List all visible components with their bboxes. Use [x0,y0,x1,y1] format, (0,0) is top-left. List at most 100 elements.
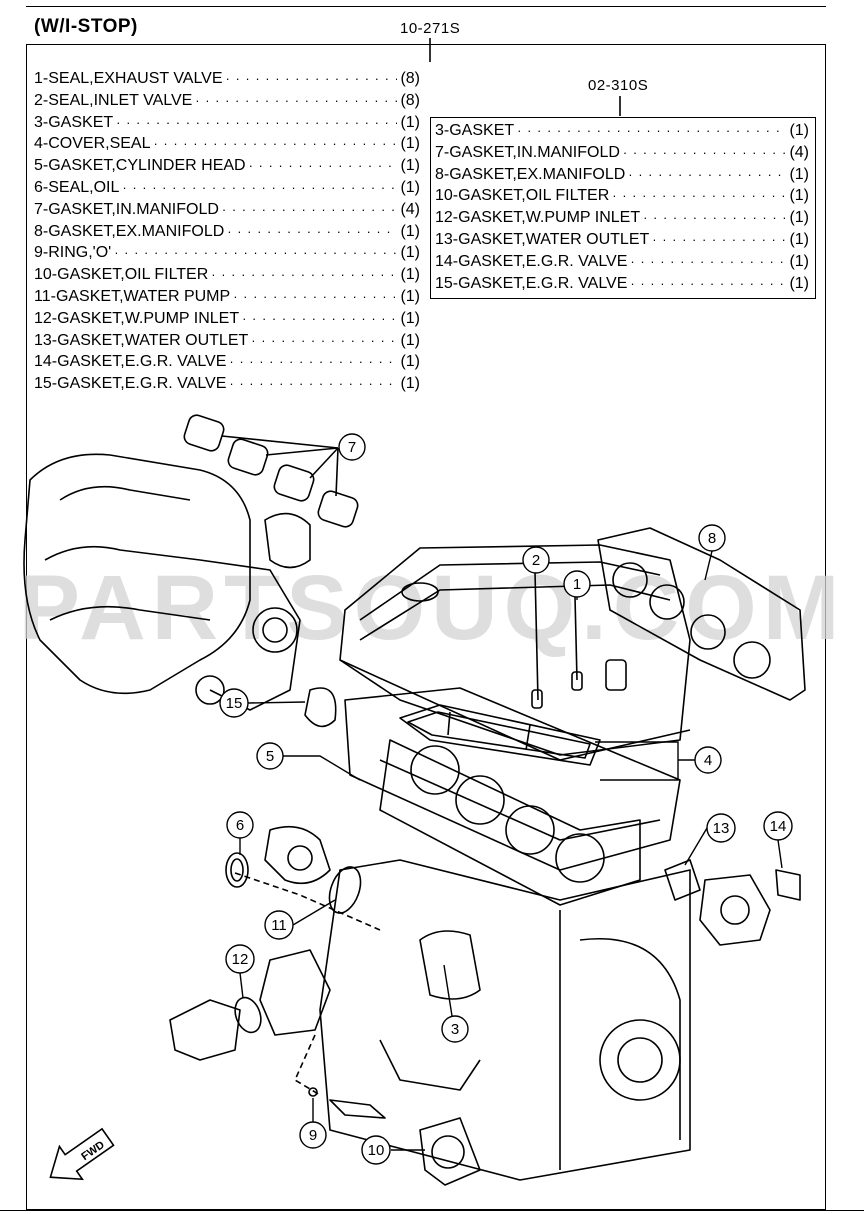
callout-4 [595,741,722,781]
callout-number: 5 [266,748,274,765]
part-qty: (1) [789,187,809,205]
part-qty: (1) [400,157,420,175]
part-name: 2-SEAL,INLET VALVE [34,91,193,109]
diagram-frame [26,44,826,1210]
callout-number: 3 [451,1021,459,1038]
part-name: 14-GASKET,E.G.R. VALVE [435,252,628,270]
callout-13 [684,813,736,866]
egr-parts [664,859,801,946]
part-qty: (1) [400,287,420,305]
part-row: 5-GASKET,CYLINDER HEAD (1) [34,157,426,179]
main-kit-list: 1-SEAL,EXHAUST VALVE(8)2-SEAL,INLET VALV… [34,70,426,397]
cylinder-head [344,687,681,906]
callout-number: 4 [704,752,712,769]
callout-number: 8 [708,530,716,547]
part-row: 7-GASKET,IN.MANIFOLD(4) [34,201,426,223]
callout-8 [698,524,726,581]
part-row: 13-GASKET,WATER OUTLET(1) [435,231,815,253]
intake-gaskets [183,414,359,528]
part-name: 10-GASKET,OIL FILTER [34,266,209,284]
part-name: 8-GASKET,EX.MANIFOLD [435,165,626,183]
part-name: 1-SEAL,EXHAUST VALVE [34,70,223,87]
part-name: 11-GASKET,WATER PUMP [34,287,231,305]
cover-seal [399,704,601,766]
part-name: 3-GASKET [435,122,515,139]
callout-number: 10 [368,1142,385,1159]
part-qty: (8) [400,91,420,109]
part-row: 3-GASKET(1) [435,122,815,144]
part-row: 10-GASKET,OIL FILTER (1) [34,266,426,288]
callout-3 [441,964,469,1043]
part-row: 1-SEAL,EXHAUST VALVE (8) [34,70,426,92]
callout-12 [225,944,255,999]
watermark: PARTSOUQ.COM [18,557,846,659]
callout-14 [763,811,793,869]
part-qty: (1) [400,135,420,153]
part-row: 10-GASKET,OIL FILTER (1) [435,187,815,209]
part-name: 13-GASKET,WATER OUTLET [34,331,249,349]
sub-kit-list: 3-GASKET(1)7-GASKET,IN.MANIFOLD(4)8-GASK… [430,117,816,299]
diagram-heading: (W/I-STOP) [34,16,138,37]
callout-number: 12 [232,951,249,968]
engine-block [319,859,691,1181]
part-qty: (1) [400,331,420,349]
callout-9 [299,1098,327,1149]
part-row: 14-GASKET,E.G.R. VALVE (1) [34,353,426,375]
part-row: 3-GASKET(1) [34,114,426,136]
main-kit-code: 10-271S [400,20,461,37]
part-name: 5-GASKET,CYLINDER HEAD [34,157,246,175]
callout-1 [563,570,591,600]
part-row: 11-GASKET,WATER PUMP (1) [34,288,426,310]
callout-number: 6 [236,817,244,834]
callout-10 [361,1135,425,1165]
part-qty: (4) [400,200,420,218]
part-name: 7-GASKET,IN.MANIFOLD [435,143,620,161]
part-name: 14-GASKET,E.G.R. VALVE [34,353,227,371]
part-qty: (1) [400,266,420,284]
part-row: 7-GASKET,IN.MANIFOLD (4) [435,144,815,166]
part-qty: (8) [400,70,420,87]
part-qty: (1) [400,178,420,196]
callout-5 [256,742,361,781]
part-name: 15-GASKET,E.G.R. VALVE [435,274,628,292]
part-row: 14-GASKET,E.G.R. VALVE (1) [435,253,815,275]
callout-number: 13 [713,820,730,837]
part-qty: (1) [789,230,809,248]
part-row: 12-GASKET,W.PUMP INLET(1) [435,209,815,231]
part-row: 9-RING,'O' (1) [34,244,426,266]
part-qty: (1) [400,244,420,262]
part-qty: (1) [789,165,809,183]
part-name: 8-GASKET,EX.MANIFOLD [34,222,225,240]
part-row: 15-GASKET,E.G.R. VALVE (1) [34,375,426,397]
part-qty: (1) [400,309,420,327]
part-row: 15-GASKET,E.G.R. VALVE (1) [435,275,815,297]
sub-kit-code: 02-310S [588,77,649,94]
part-qty: (4) [789,143,809,161]
callout-7 [338,433,366,461]
part-qty: (1) [400,353,420,371]
part-name: 9-RING,'O' [34,244,112,262]
part-qty: (1) [789,274,809,292]
part-row: 2-SEAL,INLET VALVE (8) [34,92,426,114]
part-row: 4-COVER,SEAL (1) [34,135,426,157]
part-name: 15-GASKET,E.G.R. VALVE [34,375,227,393]
exhaust-manifold-gasket [597,527,806,701]
callout-2 [522,546,550,574]
callout-number: 11 [271,917,287,934]
part-name: 10-GASKET,OIL FILTER [435,187,610,205]
callout-15 [219,688,306,718]
oil-filter-gasket [419,1117,481,1186]
part-name: 4-COVER,SEAL [34,135,151,153]
part-row: 6-SEAL,OIL(1) [34,179,426,201]
callout-number: 9 [309,1127,317,1144]
part-row: 12-GASKET,W.PUMP INLET (1) [34,310,426,332]
part-name: 12-GASKET,W.PUMP INLET [435,209,641,227]
callout-number: 2 [532,552,540,569]
part-qty: (1) [400,375,420,393]
fwd-arrow-icon: FWD [49,1127,115,1181]
part-qty: (1) [789,252,809,270]
bottom-rule [0,1210,864,1211]
part-name: 12-GASKET,W.PUMP INLET [34,309,240,327]
callout-number: 1 [573,576,581,593]
